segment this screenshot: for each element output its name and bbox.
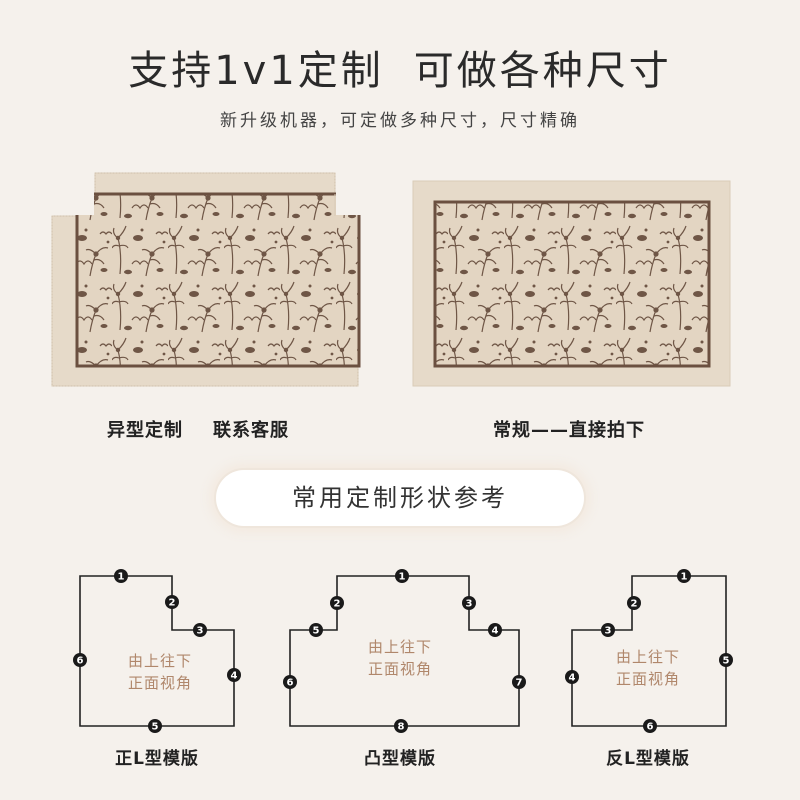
point-marker <box>462 596 476 610</box>
custom-rug-caption: 异型定制 联系客服 <box>107 416 289 442</box>
rug-illustrations <box>51 172 731 387</box>
point-number: 2 <box>631 599 638 610</box>
reverse-l-shape-outline <box>571 575 727 727</box>
shape-templates: 1 2 3 4 5 6 1 2 3 4 5 6 7 8 1 2 3 4 5 6 <box>73 569 733 733</box>
point-number: 4 <box>231 671 238 682</box>
shape-caption-3: 反L型模版 <box>606 749 690 769</box>
point-number: 3 <box>605 626 612 637</box>
note-line-1: 由上往下 <box>367 638 432 656</box>
note-line-2: 正面视角 <box>615 670 680 688</box>
point-marker <box>227 668 241 682</box>
l-shape-outline <box>79 575 235 727</box>
point-number: 1 <box>118 572 125 583</box>
point-number: 2 <box>169 598 176 609</box>
page-title: 支持1v1定制可做各种尺寸 <box>0 38 800 96</box>
point-number: 4 <box>492 626 499 637</box>
point-number: 1 <box>681 572 688 583</box>
point-marker <box>643 719 657 733</box>
custom-caption-part-2: 联系客服 <box>213 420 289 441</box>
point-marker <box>330 596 344 610</box>
note-line-1: 由上往下 <box>615 648 680 666</box>
point-number: 6 <box>647 722 654 733</box>
note-line-1: 由上往下 <box>127 652 192 670</box>
point-number: 7 <box>516 678 523 689</box>
shape-caption-1: 正L型模版 <box>115 749 199 769</box>
point-marker <box>148 719 162 733</box>
point-marker <box>193 623 207 637</box>
point-number: 5 <box>313 626 320 637</box>
rug-pattern <box>77 194 359 366</box>
point-number: 6 <box>287 678 294 689</box>
regular-rug <box>412 180 731 387</box>
section-pill: 常用定制形状参考 <box>216 470 584 526</box>
shape-note-1: 由上往下 正面视角 <box>110 650 210 694</box>
point-marker <box>512 675 526 689</box>
note-line-2: 正面视角 <box>127 674 192 692</box>
point-marker <box>601 623 615 637</box>
page-subtitle: 新升级机器，可定做多种尺寸，尺寸精确 <box>220 111 580 131</box>
point-marker <box>394 719 408 733</box>
custom-caption-part-1: 异型定制 <box>107 420 183 441</box>
point-marker <box>283 675 297 689</box>
title-part-1: 支持1v1定制 <box>128 48 384 94</box>
point-marker <box>309 623 323 637</box>
point-number: 2 <box>334 599 341 610</box>
regular-rug-caption: 常规——直接拍下 <box>493 420 645 441</box>
shape-note-2: 由上往下 正面视角 <box>350 636 450 680</box>
point-marker <box>627 596 641 610</box>
point-marker <box>565 670 579 684</box>
point-marker <box>677 569 691 583</box>
point-number: 4 <box>569 673 576 684</box>
shape-caption-2: 凸型模版 <box>364 749 436 769</box>
point-number: 5 <box>152 722 159 733</box>
title-part-2: 可做各种尺寸 <box>413 48 672 94</box>
point-marker <box>114 569 128 583</box>
point-number: 1 <box>399 572 406 583</box>
point-marker <box>165 595 179 609</box>
point-number: 3 <box>197 626 204 637</box>
point-marker <box>73 653 87 667</box>
shape-note-3: 由上往下 正面视角 <box>598 646 698 690</box>
point-marker <box>395 569 409 583</box>
note-line-2: 正面视角 <box>367 660 432 678</box>
custom-shape-rug <box>51 172 366 387</box>
point-marker <box>488 623 502 637</box>
point-number: 3 <box>466 599 473 610</box>
point-number: 5 <box>723 656 730 667</box>
rug-pattern <box>435 202 709 366</box>
point-number: 8 <box>398 722 405 733</box>
point-marker <box>719 653 733 667</box>
point-number: 6 <box>77 656 84 667</box>
